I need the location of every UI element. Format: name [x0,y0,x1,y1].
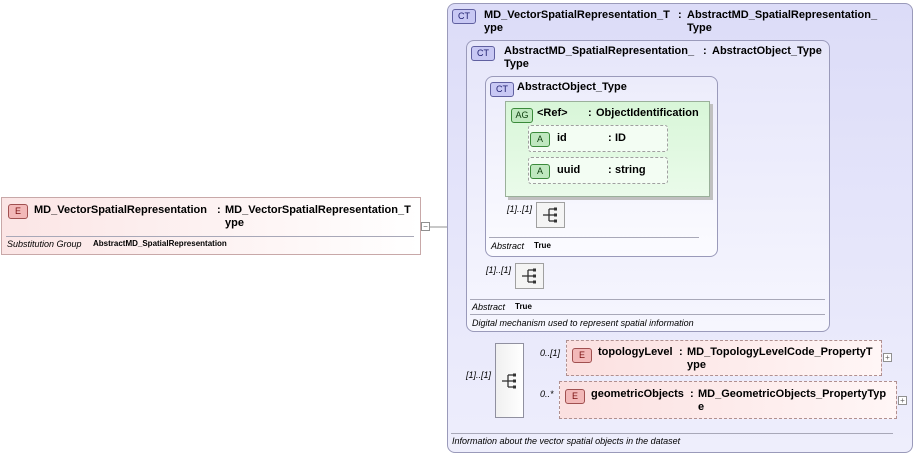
element-colon: : [690,388,694,400]
attribute-group-colon: : [588,107,592,119]
main-element-name: MD_VectorSpatialRepresentation [34,204,207,216]
element-colon: : [679,346,683,358]
mid-type-name-line1: AbstractMD_SpatialRepresentation_ [504,45,695,57]
sequence-icon [522,268,536,284]
outer-type-base-line1: AbstractMD_SpatialRepresentation_ [687,9,878,21]
main-element-colon: : [217,204,221,216]
divider [489,237,699,238]
abstract-label: Abstract [472,302,506,312]
attribute-name: uuid [557,164,581,176]
attribute-colon: : [608,164,612,176]
element-geometric-objects[interactable]: E geometricObjects : MD_GeometricObjects… [559,381,897,419]
attribute-group-name: <Ref> [537,107,568,119]
complex-type-badge: CT [490,82,514,97]
sequence-cardinality: [1]..[1] [486,265,512,275]
substitution-group-value: AbstractMD_SpatialRepresentation [93,239,227,248]
element-badge: E [572,348,592,363]
mid-type-name-line2: Type [504,58,529,70]
inner-type-name: AbstractObject_Type [517,81,627,93]
element-type-line2: e [698,401,705,413]
element-topology-level[interactable]: E topologyLevel : MD_TopologyLevelCode_P… [566,340,882,376]
attribute-group-type: ObjectIdentification [596,107,699,119]
attribute-badge: A [530,164,550,179]
attribute-badge: A [530,132,550,147]
attribute-type: string [615,164,646,176]
sequence-icon [502,373,516,389]
element-name: geometricObjects [591,388,684,400]
outer-type-name-line2: ype [484,22,503,34]
complex-type-badge: CT [452,9,476,24]
sequence-compositor[interactable] [515,263,544,289]
element-name: topologyLevel [598,346,673,358]
sequence-cardinality: [1]..[1] [507,204,533,214]
divider [451,433,893,434]
attribute-group-badge: AG [511,108,533,123]
outer-type-base-line2: Type [687,22,712,34]
main-element-type-line2: ype [225,217,244,229]
mid-type-documentation: Digital mechanism used to represent spat… [472,318,694,328]
attribute-name: id [557,132,567,144]
attribute-colon: : [608,132,612,144]
attribute-id[interactable]: A id : ID [528,125,668,152]
divider [470,314,825,315]
element-badge: E [8,204,28,219]
divider [6,236,414,237]
sequence-icon [543,207,557,223]
expand-button[interactable]: + [898,396,907,405]
attribute-type: ID [615,132,626,144]
element-type-line1: MD_GeometricObjects_PropertyTyp [698,388,887,400]
divider [470,299,825,300]
mid-type-colon: : [703,45,707,57]
outer-type-colon: : [678,9,682,21]
complex-type-badge: CT [471,46,495,61]
sequence-cardinality: [1]..[1] [466,370,492,380]
sequence-compositor[interactable] [536,202,565,228]
collapse-button[interactable]: − [421,222,430,231]
main-element-type-line1: MD_VectorSpatialRepresentation_T [225,204,411,216]
mid-type-base: AbstractObject_Type [712,45,822,57]
expand-button[interactable]: + [883,353,892,362]
outer-type-name-line1: MD_VectorSpatialRepresentation_T [484,9,670,21]
abstract-value: True [515,302,532,311]
substitution-group-label: Substitution Group [7,239,82,249]
abstract-value: True [534,241,551,250]
sequence-compositor[interactable] [495,343,524,418]
element-type-line1: MD_TopologyLevelCode_PropertyT [687,346,873,358]
element-cardinality: 0..[1] [540,348,561,358]
outer-type-documentation: Information about the vector spatial obj… [452,436,681,446]
abstract-label: Abstract [491,241,525,251]
element-cardinality: 0..* [540,389,554,399]
element-badge: E [565,389,585,404]
element-type-line2: ype [687,359,706,371]
attribute-uuid[interactable]: A uuid : string [528,157,668,184]
main-element-box[interactable]: E MD_VectorSpatialRepresentation : MD_Ve… [1,197,421,255]
